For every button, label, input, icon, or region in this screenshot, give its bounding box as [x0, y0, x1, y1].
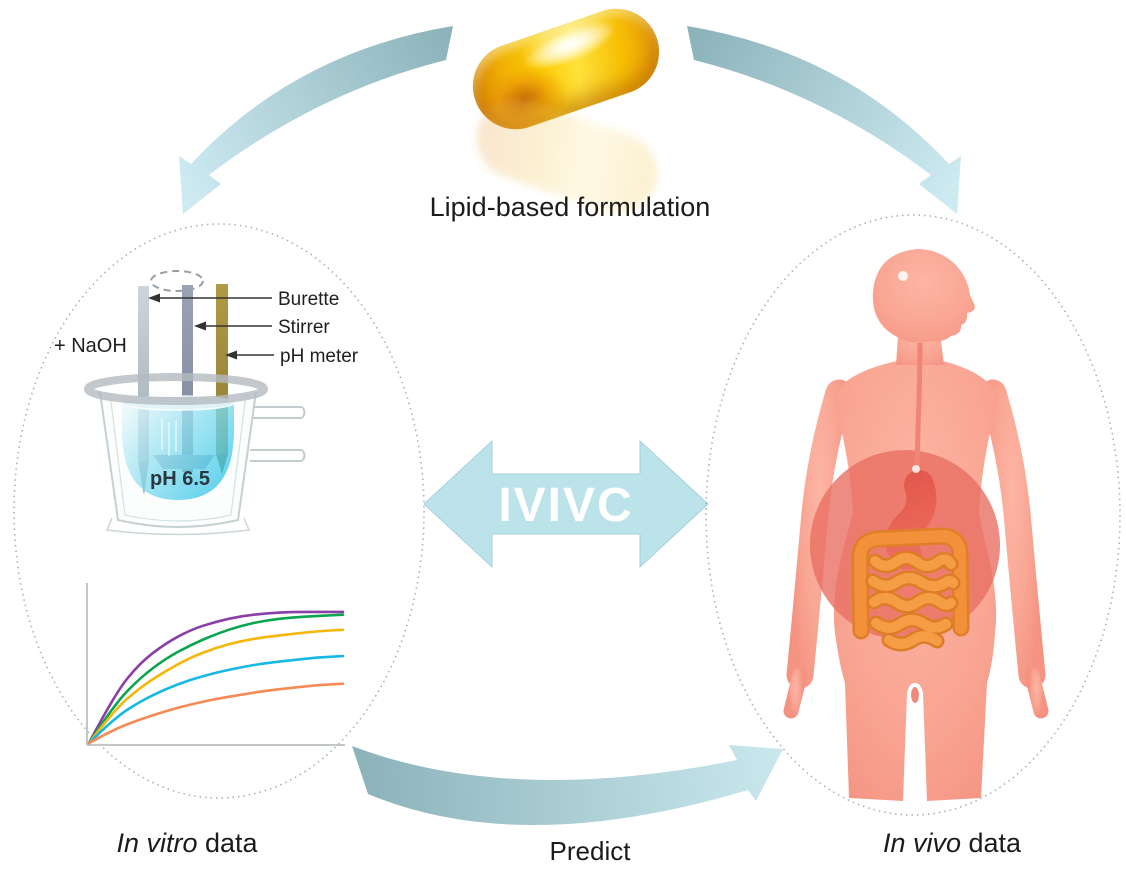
human-body [783, 249, 1049, 801]
ph-pointer-icon [225, 350, 237, 360]
vessel-base [105, 517, 251, 536]
small-intestine [868, 553, 958, 649]
stirrer-pointer-icon [194, 321, 206, 331]
in-vitro-oval-border [13, 223, 425, 799]
naoh-label: + NaOH [54, 335, 127, 357]
in-vivo-caption-italic: In vivo [882, 828, 961, 858]
curve-profile-4-cyan [87, 654, 345, 745]
burette-label: Burette [278, 289, 339, 310]
intestines [851, 527, 970, 652]
water-jacket-ports [250, 406, 306, 462]
double-headed-arrow-icon [423, 439, 709, 569]
stomach [885, 470, 937, 570]
curve-profile-3-yellow [87, 628, 345, 745]
arrow-capsule-to-invitro-icon [179, 26, 453, 214]
ph-value-label: pH 6.5 [150, 468, 210, 490]
rotation-indicator-icon [150, 270, 204, 292]
right-hand [1024, 667, 1049, 719]
curve-profile-2-green [87, 613, 345, 745]
vessel-inner-wall [109, 393, 247, 522]
ph-meter-label: pH meter [280, 346, 359, 367]
stirrer-label: Stirrer [278, 317, 330, 338]
burette-pointer-icon [148, 293, 160, 303]
head-highlight [898, 271, 908, 281]
in-vivo-caption: In vivo data [827, 828, 1077, 859]
curve-profile-1-purple [87, 610, 345, 745]
left-arm [786, 379, 853, 689]
dissolution-curves [87, 610, 345, 745]
right-arm [979, 379, 1046, 689]
in-vivo-panel [705, 214, 1121, 816]
capsule-caption: Lipid-based formulation [429, 192, 711, 222]
apparatus-labels: + NaOH Burette Stirrer pH meter pH 6.5 [54, 289, 359, 490]
vessel-ring [84, 373, 268, 405]
arrow-capsule-to-invivo-icon [687, 26, 961, 214]
curve-profile-5-orange [87, 682, 345, 745]
left-hand [783, 667, 808, 719]
in-vivo-oval-border [705, 214, 1121, 816]
arrow-predict-icon [352, 745, 783, 826]
vessel-outline [99, 391, 257, 528]
vessel-liquid [122, 398, 234, 500]
chest-highlight [912, 465, 920, 473]
in-vitro-panel: + NaOH Burette Stirrer pH meter pH 6.5 [13, 223, 425, 799]
ivivc-arrow-panel: IVIVC [423, 439, 709, 569]
esophagus [914, 342, 923, 482]
ivivc-label: IVIVC [498, 479, 633, 532]
in-vivo-caption-rest: data [960, 828, 1022, 858]
in-vitro-caption-rest: data [197, 828, 258, 858]
label-pointers [148, 293, 274, 360]
predict-caption: Predict [549, 836, 631, 866]
in-vitro-caption-italic: In vitro [116, 828, 198, 858]
dissolution-chart [86, 583, 345, 746]
large-intestine [854, 530, 967, 637]
head [872, 249, 975, 343]
stir-streaks [161, 418, 177, 456]
in-vitro-caption: In vitro data [57, 828, 317, 859]
pubic-mark [911, 687, 919, 703]
